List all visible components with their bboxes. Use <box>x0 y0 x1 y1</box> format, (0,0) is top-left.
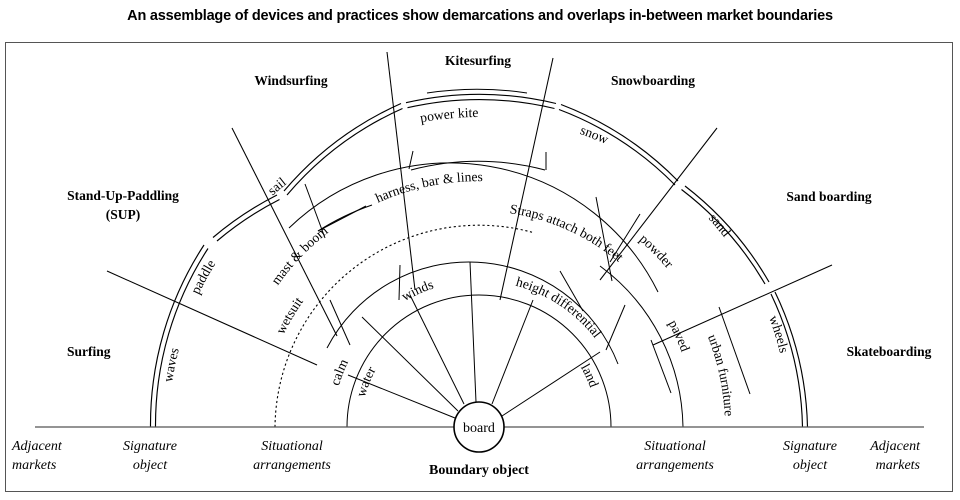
arc-situational-upper <box>288 162 659 293</box>
label-harness-bar-and-lines: harness, bar & lines <box>373 169 483 206</box>
market-labels: Surfing Stand-Up-Paddling (SUP) Windsurf… <box>67 53 932 359</box>
underline-harness <box>410 160 546 171</box>
arc-group-inner <box>326 261 619 428</box>
market-label-sandboarding: Sand boarding <box>786 189 871 204</box>
market-label-sup-line2: (SUP) <box>106 207 141 222</box>
arc-situational-right <box>599 265 684 428</box>
label-sail: sail <box>265 174 289 198</box>
label-paved: paved <box>666 317 693 353</box>
signature-object-labels: waves paddle sail power kite snow sand w… <box>160 105 791 383</box>
label-water: water <box>353 364 379 399</box>
legend-signature-object-right-l2: object <box>793 458 828 473</box>
legend-adjacent-markets-left-l1: Adjacent <box>11 439 63 454</box>
legend-signature-object-left-l1: Signature <box>123 439 177 454</box>
market-label-kitesurfing: Kitesurfing <box>445 53 511 68</box>
legend-adjacent-markets-left-l2: markets <box>12 458 57 473</box>
label-waves: waves <box>160 346 182 383</box>
label-power-kite: power kite <box>419 105 479 125</box>
divider-kitesurfing-snowboarding <box>499 57 554 301</box>
arc-sand-outer <box>684 185 770 283</box>
divider-surfing-sup <box>106 270 318 366</box>
label-wheels: wheels <box>766 313 792 354</box>
situational-underline-group <box>317 88 546 232</box>
legend-adjacent-markets-right-l1: Adjacent <box>869 439 921 454</box>
legend-situational-right-l1: Situational <box>644 439 706 454</box>
arc-paddle-outer <box>212 194 278 238</box>
market-label-sup-line1: Stand-Up-Paddling <box>67 188 179 203</box>
label-land: land <box>578 361 602 389</box>
legend-situational-left-l1: Situational <box>261 439 323 454</box>
spoke-winds-left <box>409 294 465 405</box>
arc-group-signature-objects <box>149 93 809 428</box>
underline-mast-boom <box>317 204 373 232</box>
arc-sail-outer <box>283 102 402 192</box>
label-winds: winds <box>399 277 435 304</box>
spoke-winds-center <box>469 261 477 403</box>
boundary-object-label: Boundary object <box>429 463 529 478</box>
arc-surfaces <box>346 294 612 428</box>
arc-group-situational <box>274 162 684 428</box>
arc-power-kite-inner <box>407 99 555 110</box>
divider-sup-windsurfing <box>231 127 338 337</box>
divider-snowboarding-sandboarding <box>599 127 718 281</box>
market-label-surfing: Surfing <box>67 344 111 359</box>
label-mast-and-boom: mast & boom <box>268 223 331 288</box>
label-straps-attach-both-feet: Straps attach both feet <box>509 201 627 264</box>
label-paddle: paddle <box>188 257 219 296</box>
market-label-snowboarding: Snowboarding <box>611 73 695 88</box>
arc-power-kite-outer <box>405 93 557 105</box>
board-circle <box>453 401 505 453</box>
tick-spoke-group <box>304 150 751 395</box>
legend-signature-object-right-l1: Signature <box>783 439 837 454</box>
label-calm: calm <box>327 356 351 387</box>
page-title: An assemblage of devices and practices s… <box>127 8 833 24</box>
arc-wheels-outer <box>774 291 809 428</box>
underline-power-kite <box>426 88 528 94</box>
arc-waves-outer <box>149 244 205 428</box>
legend-adjacent-markets-right-l2: markets <box>876 458 921 473</box>
spoke-water-left <box>347 374 456 419</box>
spoke-height-left <box>491 299 534 405</box>
market-label-windsurfing: Windsurfing <box>254 73 328 88</box>
arc-paddle-inner <box>216 198 280 242</box>
spoke-calm <box>361 316 459 412</box>
diagram-frame <box>5 42 953 492</box>
tick-winds-left <box>398 264 401 301</box>
tick-straps-right <box>595 196 613 282</box>
central-spoke-group <box>347 261 601 419</box>
tick-harness-left <box>408 150 414 170</box>
legend-situational-right-l2: arrangements <box>636 458 714 473</box>
sector-divider-group <box>106 51 833 366</box>
tick-land-right <box>605 304 626 351</box>
divider-sandboarding-skateboarding <box>652 264 833 346</box>
market-label-skateboarding: Skateboarding <box>847 344 932 359</box>
arc-sand-inner <box>681 189 766 285</box>
tick-paved <box>650 339 672 394</box>
tick-urban-furniture <box>718 306 751 395</box>
legend-left: Adjacent markets Signature object Situat… <box>11 439 331 473</box>
arc-waves-inner <box>154 248 209 428</box>
tick-height-right <box>559 270 584 312</box>
board-label: board <box>463 421 495 436</box>
legend-signature-object-left-l2: object <box>133 458 168 473</box>
legend-situational-left-l2: arrangements <box>253 458 331 473</box>
tick-powder <box>609 213 641 263</box>
arc-sail-inner <box>286 107 403 196</box>
label-height-differential: height differential <box>514 274 604 341</box>
arc-snow-inner <box>558 108 676 186</box>
arc-conditions <box>326 261 619 365</box>
divider-windsurfing-kitesurfing <box>386 51 416 291</box>
spoke-land-right <box>501 351 601 417</box>
arc-wheels-inner <box>770 293 804 428</box>
arc-snow-outer <box>560 103 679 182</box>
inner-surface-labels: water land <box>353 361 602 398</box>
legend-right: Situational arrangements Signature objec… <box>636 439 921 473</box>
tick-calm-lower <box>329 299 351 346</box>
arc-dotted-situational <box>274 224 534 428</box>
